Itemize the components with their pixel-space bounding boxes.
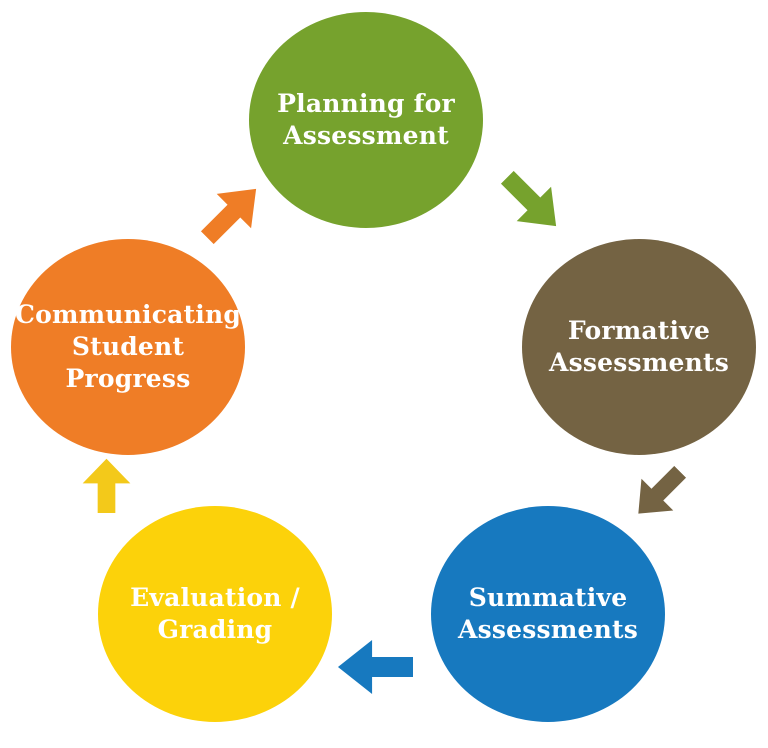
arrow-evaluation-to-communicating — [80, 458, 133, 513]
block-arrow-down-left-icon — [638, 465, 687, 514]
node-communicating-student-progress: Communicating Student Progress — [11, 239, 245, 455]
block-arrow-left-icon — [337, 640, 413, 694]
node-formative-label: Formative Assessments — [549, 316, 729, 377]
node-formative-assessments: Formative Assessments — [522, 239, 756, 455]
node-evaluation-grading: Evaluation / Grading — [98, 506, 332, 722]
block-arrow-down-right-icon — [500, 170, 557, 227]
node-summative-label: Summative Assessments — [458, 583, 638, 644]
node-summative-assessments: Summative Assessments — [431, 506, 665, 722]
arrow-formative-to-summative — [620, 454, 698, 532]
arrow-communicating-to-planning — [188, 169, 276, 257]
arrow-planning-to-formative — [488, 158, 576, 246]
block-arrow-up-icon — [82, 458, 131, 513]
node-planning-label: Planning for Assessment — [277, 89, 455, 150]
node-evaluation-label: Evaluation / Grading — [130, 583, 300, 644]
arrow-summative-to-evaluation — [337, 637, 413, 697]
node-planning-for-assessment: Planning for Assessment — [249, 12, 483, 228]
node-communicating-label: Communicating Student Progress — [14, 300, 242, 393]
block-arrow-up-right-icon — [200, 188, 257, 245]
